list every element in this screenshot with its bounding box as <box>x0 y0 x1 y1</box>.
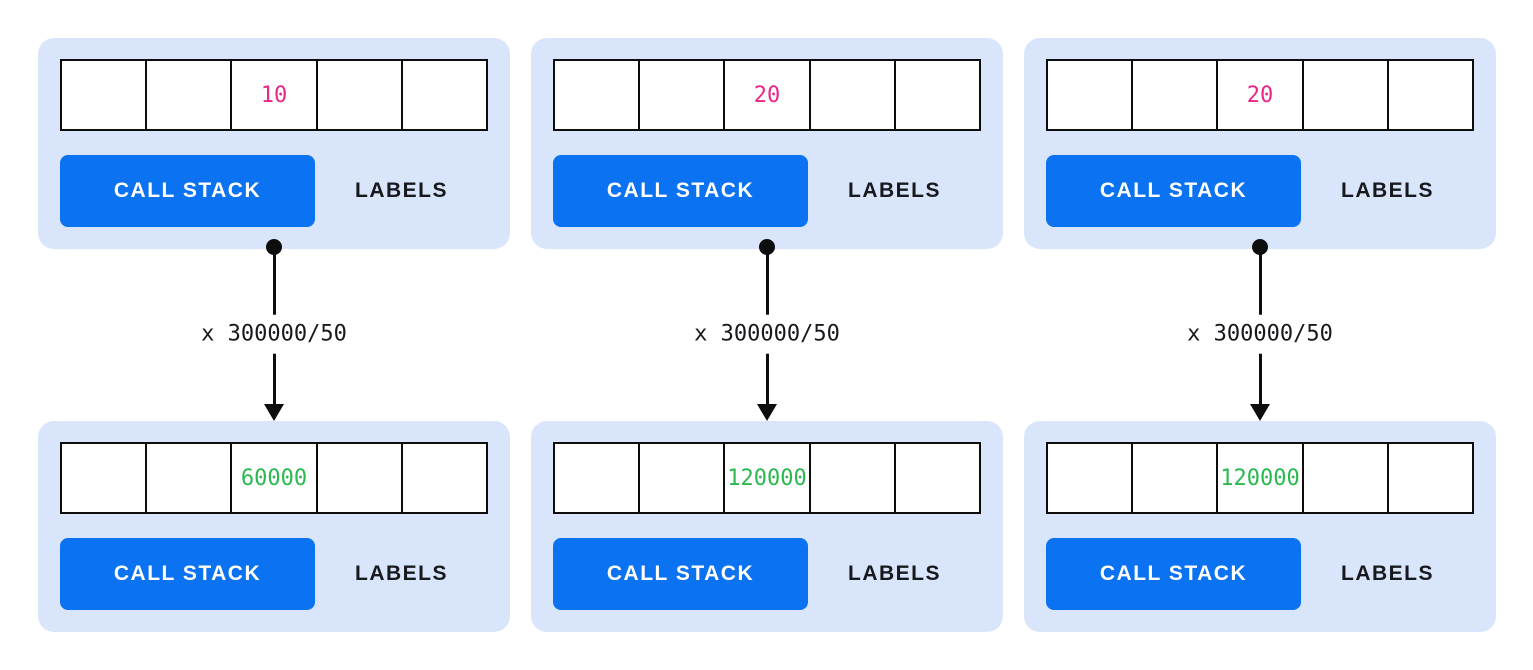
before-card: 20 CALL STACK LABELS <box>1024 38 1496 249</box>
memory-cell <box>400 444 486 512</box>
memory-cell: 20 <box>723 61 808 129</box>
transform-column-3: 20 CALL STACK LABELS x 300000/50 120000 <box>1024 38 1496 633</box>
cell-value: 60000 <box>240 465 308 491</box>
memory-cells-row: 60000 <box>60 442 488 514</box>
labels-text: LABELS <box>848 562 941 585</box>
call-stack-button: CALL STACK <box>60 538 315 610</box>
memory-cells-row: 120000 <box>1046 442 1474 514</box>
card-footer: CALL STACK LABELS <box>553 538 981 610</box>
after-card: 60000 CALL STACK LABELS <box>38 421 510 632</box>
memory-cell: 120000 <box>723 444 808 512</box>
multiplier-label: x 300000/50 <box>189 314 359 354</box>
call-stack-button: CALL STACK <box>1046 155 1301 227</box>
call-stack-button: CALL STACK <box>60 155 315 227</box>
card-footer: CALL STACK LABELS <box>60 538 488 610</box>
card-footer: CALL STACK LABELS <box>1046 538 1474 610</box>
memory-cell <box>893 444 979 512</box>
arrow-origin-dot <box>1252 239 1268 255</box>
card-footer: CALL STACK LABELS <box>1046 155 1474 227</box>
labels-text: LABELS <box>355 179 448 202</box>
labels-text: LABELS <box>1341 179 1434 202</box>
memory-cell <box>1386 61 1472 129</box>
card-footer: CALL STACK LABELS <box>60 155 488 227</box>
multiplier-label: x 300000/50 <box>1175 314 1345 354</box>
memory-cell <box>638 61 723 129</box>
card-footer: CALL STACK LABELS <box>553 155 981 227</box>
cell-value: 120000 <box>727 465 807 491</box>
before-card: 20 CALL STACK LABELS <box>531 38 1003 249</box>
after-card: 120000 CALL STACK LABELS <box>1024 421 1496 632</box>
memory-cell: 20 <box>1216 61 1301 129</box>
memory-cell <box>555 61 638 129</box>
arrow-origin-dot <box>759 239 775 255</box>
memory-cell <box>145 61 230 129</box>
memory-cell <box>808 61 894 129</box>
transform-arrow: x 300000/50 <box>38 239 510 421</box>
cell-value: 120000 <box>1220 465 1300 491</box>
after-card: 120000 CALL STACK LABELS <box>531 421 1003 632</box>
call-stack-button: CALL STACK <box>1046 538 1301 610</box>
call-stack-button: CALL STACK <box>553 538 808 610</box>
transform-column-2: 20 CALL STACK LABELS x 300000/50 120000 <box>531 38 1003 633</box>
memory-cell <box>1301 444 1387 512</box>
labels-text: LABELS <box>848 179 941 202</box>
memory-cell <box>1048 444 1131 512</box>
memory-cell <box>893 61 979 129</box>
transform-column-1: 10 CALL STACK LABELS x 300000/50 60000 <box>38 38 510 633</box>
memory-cell: 120000 <box>1216 444 1301 512</box>
memory-cell <box>1131 61 1216 129</box>
call-stack-button: CALL STACK <box>553 155 808 227</box>
cell-value: 20 <box>753 82 781 108</box>
memory-cell <box>1301 61 1387 129</box>
memory-cell <box>400 61 486 129</box>
memory-cell <box>315 444 401 512</box>
memory-cell <box>638 444 723 512</box>
transform-arrow: x 300000/50 <box>1024 239 1496 421</box>
memory-cell <box>1386 444 1472 512</box>
memory-cells-row: 20 <box>1046 59 1474 131</box>
memory-cells-row: 20 <box>553 59 981 131</box>
memory-cell <box>808 444 894 512</box>
memory-cell: 60000 <box>230 444 315 512</box>
memory-cell <box>1131 444 1216 512</box>
arrow-head-icon <box>757 404 777 421</box>
arrow-origin-dot <box>266 239 282 255</box>
memory-cells-row: 120000 <box>553 442 981 514</box>
multiplier-label: x 300000/50 <box>682 314 852 354</box>
before-card: 10 CALL STACK LABELS <box>38 38 510 249</box>
arrow-head-icon <box>1250 404 1270 421</box>
memory-cell <box>62 61 145 129</box>
memory-cell <box>62 444 145 512</box>
arrow-head-icon <box>264 404 284 421</box>
memory-cell: 10 <box>230 61 315 129</box>
memory-cell <box>315 61 401 129</box>
memory-cell <box>1048 61 1131 129</box>
cell-value: 10 <box>260 82 288 108</box>
memory-cell <box>555 444 638 512</box>
memory-cell <box>145 444 230 512</box>
labels-text: LABELS <box>1341 562 1434 585</box>
transform-arrow: x 300000/50 <box>531 239 1003 421</box>
cell-value: 20 <box>1246 82 1274 108</box>
labels-text: LABELS <box>355 562 448 585</box>
memory-cells-row: 10 <box>60 59 488 131</box>
